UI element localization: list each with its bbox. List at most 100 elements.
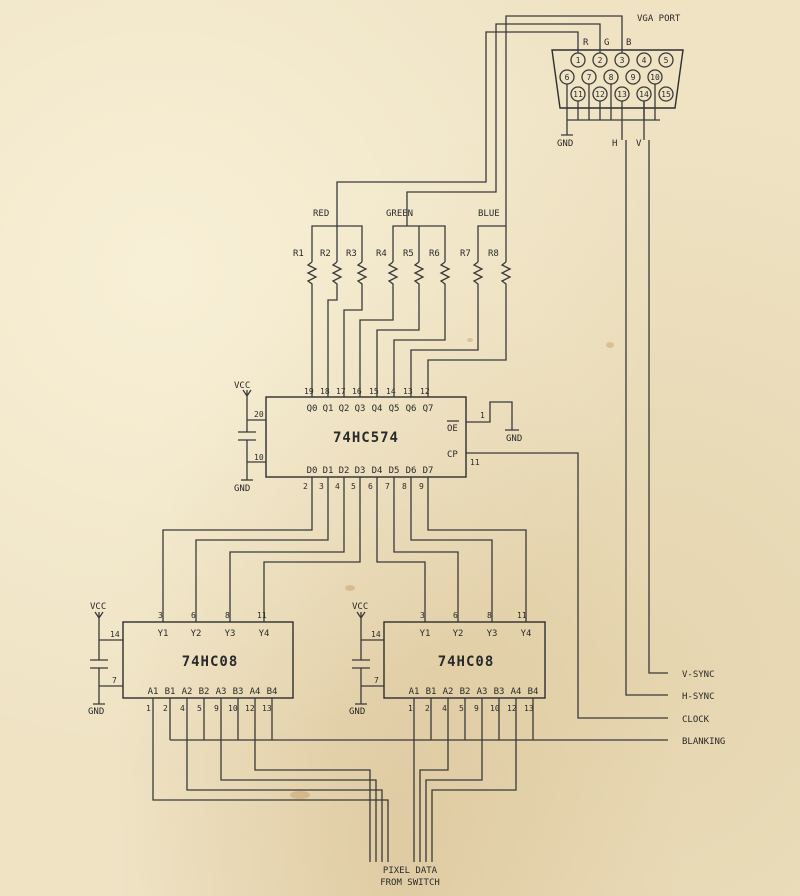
blue-wire [505,15,623,210]
svg-text:R3: R3 [346,249,357,259]
vga-pin-13: 13 [617,90,627,99]
svg-text:10: 10 [490,704,500,713]
svg-text:9: 9 [214,704,219,713]
pixel-data-label: PIXEL DATA FROM SWITCH [380,866,440,888]
svg-text:R4: R4 [376,249,387,259]
vga-port-label: VGA PORT [637,14,681,24]
svg-text:A4: A4 [511,687,522,697]
svg-text:R6: R6 [429,249,440,259]
svg-text:B3: B3 [494,687,505,697]
vga-r-label: R [583,38,589,48]
vga-pin-10: 10 [650,73,660,82]
svg-text:VCC: VCC [352,602,368,612]
gate-74hc08-left: 74HC08 3 6 8 11 Y1 Y2 Y3 Y4 A1 B1 A2 B2 … [88,602,294,717]
vga-gnd-bus [566,84,660,121]
svg-text:14: 14 [386,387,396,396]
latch-vcc-label: VCC [234,381,250,391]
svg-text:7: 7 [112,676,117,685]
svg-text:Y4: Y4 [521,629,532,639]
green-wire [406,23,601,210]
vga-pin-1: 1 [576,56,581,65]
svg-text:2: 2 [425,704,430,713]
svg-text:13: 13 [262,704,272,713]
vga-pin-7: 7 [587,73,592,82]
svg-text:6: 6 [191,611,196,620]
vga-v-label: V [636,139,642,149]
svg-text:D3: D3 [355,466,366,476]
svg-text:12: 12 [420,387,430,396]
vga-g-label: G [604,38,609,48]
vga-pin-8: 8 [609,73,614,82]
svg-text:D4: D4 [372,466,383,476]
svg-text:B3: B3 [233,687,244,697]
svg-text:11: 11 [470,458,480,467]
svg-text:74HC08: 74HC08 [182,654,239,670]
svg-text:PIXEL DATA: PIXEL DATA [383,866,438,876]
svg-text:13: 13 [524,704,534,713]
svg-text:3: 3 [319,482,324,491]
hsync-wire [621,101,668,696]
resistor-r1: R1 [293,249,318,385]
svg-text:1: 1 [408,704,413,713]
svg-text:9: 9 [474,704,479,713]
gate-74hc08-right: 74HC08 3 6 8 11 Y1 Y2 Y3 Y4 A1 B1 A2 B2 … [349,602,546,717]
vga-pin-4: 4 [642,56,647,65]
svg-text:Q2: Q2 [339,404,350,414]
green-label: GREEN [386,209,413,219]
svg-text:Y1: Y1 [420,629,431,639]
svg-text:6: 6 [453,611,458,620]
svg-text:Q6: Q6 [406,404,417,414]
color-buses [311,210,507,262]
resistors: R1 R2 R3 R4 R5 R6 R7 R8 [293,249,512,385]
vga-pin-11: 11 [573,90,583,99]
gate-input-routing [152,698,668,862]
latch-oe-label: OE [447,424,458,434]
svg-text:Q3: Q3 [355,404,366,414]
resistor-r4: R4 [359,249,399,385]
svg-text:B2: B2 [199,687,210,697]
svg-text:Q0: Q0 [307,404,318,414]
svg-text:14: 14 [110,630,120,639]
blanking-bus [169,698,668,741]
signal-labels: V-SYNC H-SYNC CLOCK BLANKING [682,670,725,747]
svg-text:A3: A3 [216,687,227,697]
vga-pin-9: 9 [631,73,636,82]
resistor-r2: R2 [320,249,343,385]
vga-pin-row-1: 1 2 3 4 5 [570,52,674,68]
d-input-routing [162,490,527,622]
svg-text:11: 11 [257,611,267,620]
svg-text:74HC08: 74HC08 [438,654,495,670]
svg-text:D1: D1 [323,466,334,476]
svg-text:13: 13 [403,387,413,396]
svg-text:D5: D5 [389,466,400,476]
svg-text:Y3: Y3 [487,629,498,639]
latch-d-pins: D0 D1 D2 D3 D4 D5 D6 D7 2 3 4 5 6 7 8 9 [303,466,433,491]
svg-text:11: 11 [517,611,527,620]
vga-gnd-label: GND [557,139,573,149]
svg-text:2: 2 [163,704,168,713]
svg-text:Q1: Q1 [323,404,334,414]
svg-text:B4: B4 [528,687,539,697]
red-wire [336,31,579,210]
vga-pin-3: 3 [620,56,625,65]
vga-pin-15: 15 [661,90,671,99]
svg-text:D6: D6 [406,466,417,476]
svg-text:Q5: Q5 [389,404,400,414]
svg-text:6: 6 [368,482,373,491]
vsync-label: V-SYNC [682,670,715,680]
svg-text:17: 17 [336,387,346,396]
svg-text:B2: B2 [460,687,471,697]
svg-text:5: 5 [197,704,202,713]
svg-text:VCC: VCC [90,602,106,612]
svg-text:19: 19 [304,387,314,396]
svg-text:B1: B1 [165,687,176,697]
svg-text:R8: R8 [488,249,499,259]
vga-pin-2: 2 [598,56,603,65]
svg-text:A1: A1 [409,687,420,697]
vga-port: VGA PORT R G B 1 2 3 4 5 6 7 8 9 10 11 1… [551,14,684,696]
svg-text:8: 8 [402,482,407,491]
hsync-label: H-SYNC [682,692,715,702]
svg-text:20: 20 [254,410,264,419]
svg-text:R7: R7 [460,249,471,259]
